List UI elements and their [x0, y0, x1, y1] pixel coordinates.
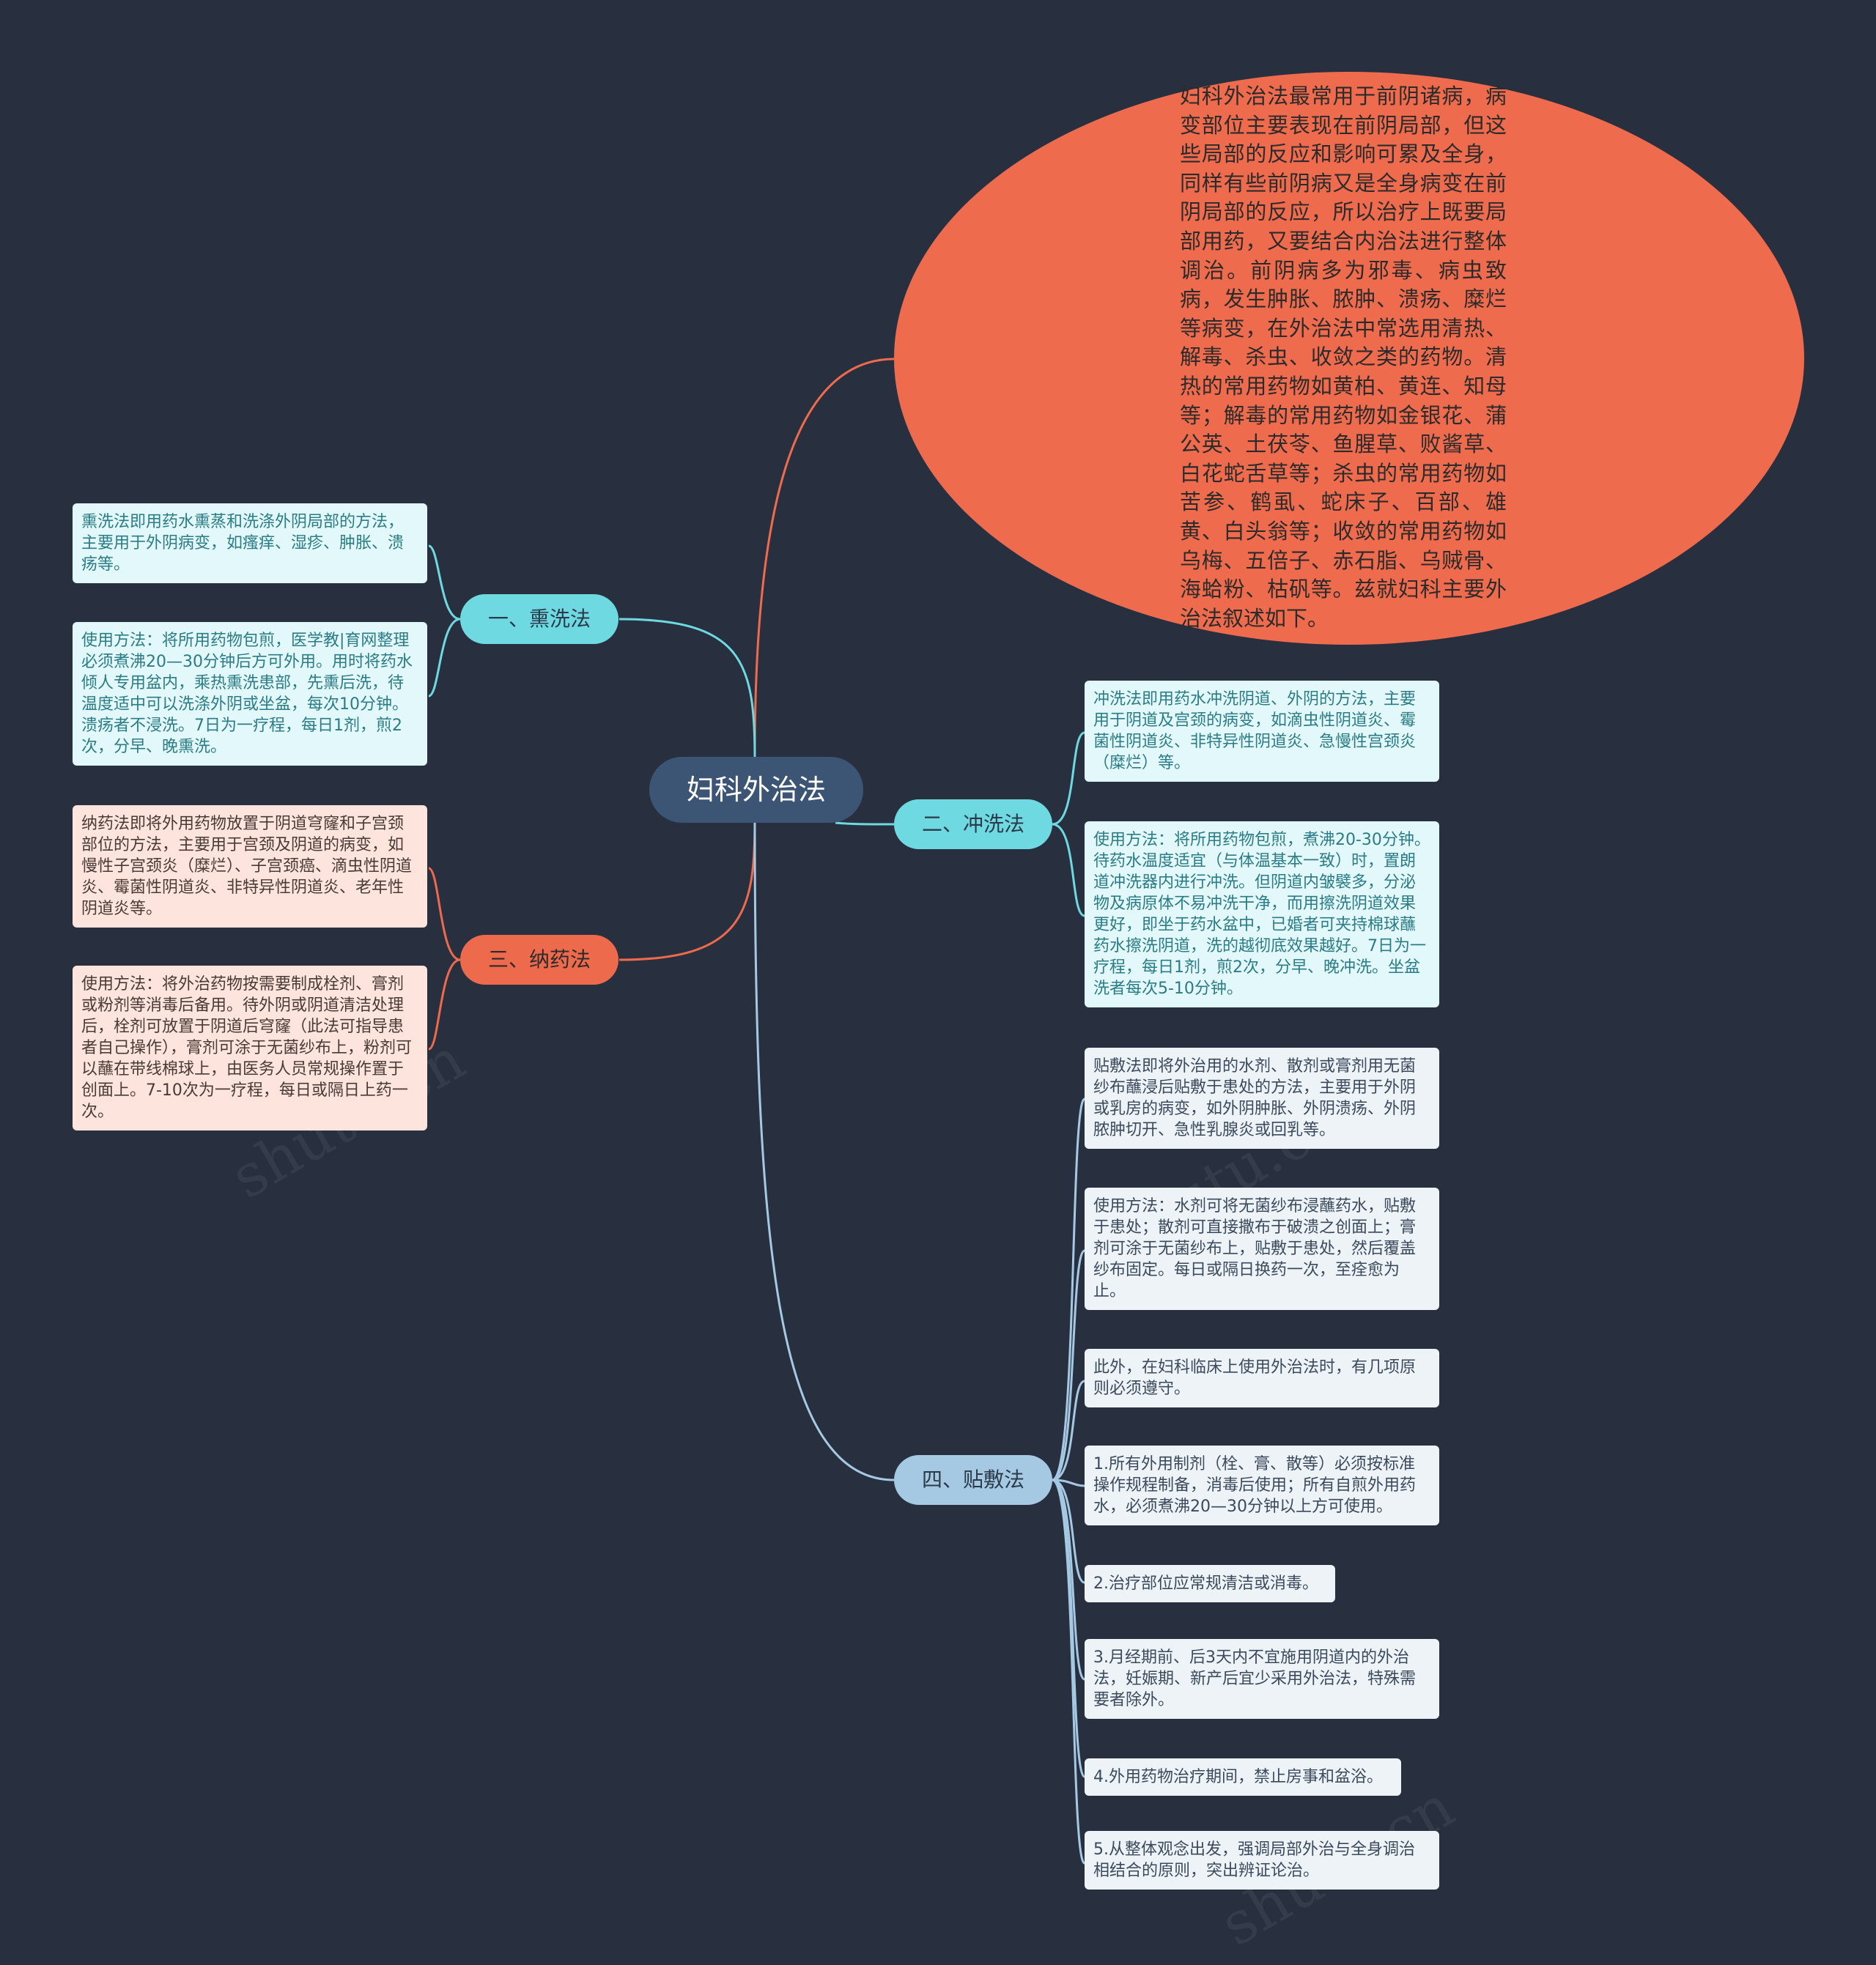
leaf-fumigation-definition[interactable]: 熏洗法即用药水熏蒸和洗涤外阴局部的方法，主要用于外阴病变，如瘙痒、湿疹、肿胀、溃… — [73, 503, 427, 583]
branch-application[interactable]: 四、贴敷法 — [894, 1455, 1052, 1505]
leaf-insertion-method[interactable]: 使用方法：将外治药物按需要制成栓剂、膏剂或粉剂等消毒后备用。待外阴或阴道清洁处理… — [73, 966, 427, 1130]
leaf-principle-1[interactable]: 1.所有外用制剂（栓、膏、散等）必须按标准操作规程制备，消毒后使用；所有自煎外用… — [1085, 1446, 1439, 1525]
branch-insertion[interactable]: 三、纳药法 — [460, 935, 618, 985]
leaf-principle-2[interactable]: 2.治疗部位应常规清洁或消毒。 — [1085, 1565, 1335, 1602]
branch-fumigation[interactable]: 一、熏洗法 — [460, 594, 618, 644]
leaf-irrigation-definition[interactable]: 冲洗法即用药水冲洗阴道、外阴的方法，主要用于阴道及宫颈的病变，如滴虫性阴道炎、霉… — [1085, 681, 1439, 782]
leaf-principle-3[interactable]: 3.月经期前、后3天内不宜施用阴道内的外治法，妊娠期、新产后宜少采用外治法，特殊… — [1085, 1639, 1439, 1719]
intro-bubble — [894, 72, 1804, 645]
center-topic[interactable]: 妇科外治法 — [649, 757, 863, 823]
branch-irrigation[interactable]: 二、冲洗法 — [894, 799, 1052, 849]
leaf-principles-intro[interactable]: 此外，在妇科临床上使用外治法时，有几项原则必须遵守。 — [1085, 1349, 1439, 1407]
leaf-insertion-definition[interactable]: 纳药法即将外用药物放置于阴道穹窿和子宫颈部位的方法，主要用于宫颈及阴道的病变，如… — [73, 805, 427, 928]
leaf-application-method[interactable]: 使用方法：水剂可将无菌纱布浸蘸药水，贴敷于患处；散剂可直接撒布于破溃之创面上；膏… — [1085, 1188, 1439, 1310]
intro-text: 妇科外治法最常用于前阴诸病，病变部位主要表现在前阴局部，但这些局部的反应和影响可… — [1180, 84, 1507, 631]
leaf-principle-5[interactable]: 5.从整体观念出发，强调局部外治与全身调治相结合的原则，突出辨证论治。 — [1085, 1831, 1439, 1890]
leaf-fumigation-method[interactable]: 使用方法：将所用药物包煎，医学教|育网整理必须煮沸20—30分钟后方可外用。用时… — [73, 622, 427, 766]
leaf-irrigation-method[interactable]: 使用方法：将所用药物包煎，煮沸20-30分钟。待药水温度适宜（与体温基本一致）时… — [1085, 821, 1439, 1007]
leaf-application-definition[interactable]: 贴敷法即将外治用的水剂、散剂或膏剂用无菌纱布蘸浸后贴敷于患处的方法，主要用于外阴… — [1085, 1048, 1439, 1149]
leaf-principle-4[interactable]: 4.外用药物治疗期间，禁止房事和盆浴。 — [1085, 1758, 1401, 1796]
